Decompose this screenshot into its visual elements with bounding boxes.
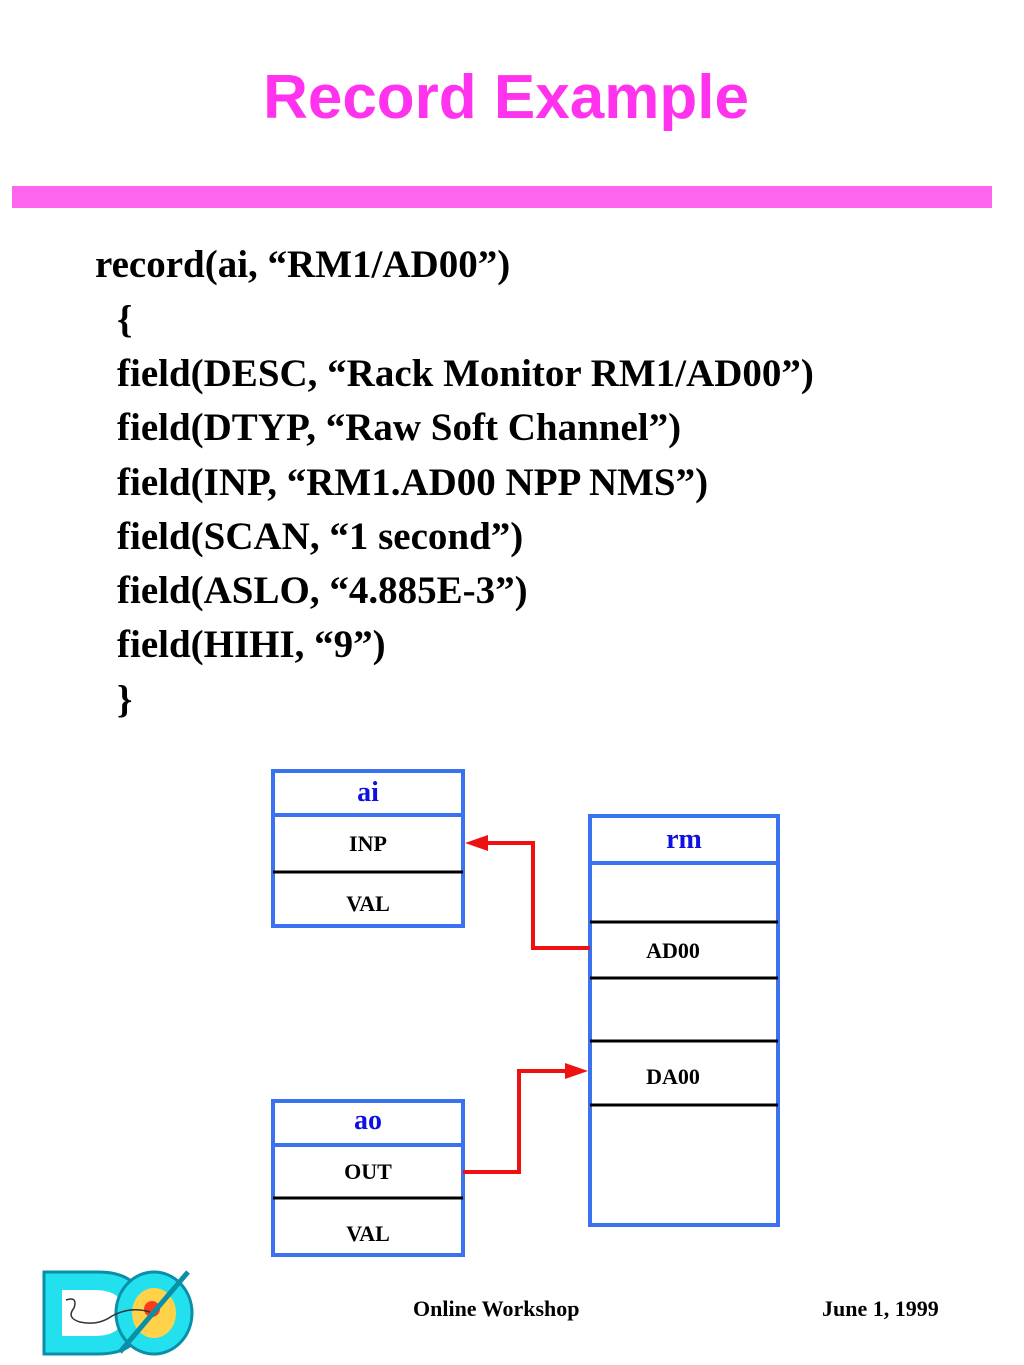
code-line-desc: field(DESC, “Rack Monitor RM1/AD00”) <box>117 352 814 395</box>
rm-box-border <box>588 814 780 1227</box>
ai-box-border <box>271 769 465 928</box>
inp-link-line <box>486 841 590 950</box>
code-line-scan: field(SCAN, “1 second”) <box>117 515 524 558</box>
code-line-record: record(ai, “RM1/AD00”) <box>95 243 511 286</box>
ai-val-label: VAL <box>346 891 390 916</box>
ao-out-label: OUT <box>344 1159 392 1184</box>
ao-box-border <box>271 1099 465 1257</box>
logo-o-slash <box>118 1270 190 1354</box>
code-line-aslo: field(ASLO, “4.885E-3”) <box>117 569 528 612</box>
d0-logo <box>42 1270 194 1356</box>
ao-record-box: ao OUT VAL <box>271 1099 465 1257</box>
ai-header-label: ai <box>357 777 379 808</box>
out-arrowhead-icon <box>565 1063 588 1079</box>
footer-date: June 1, 1999 <box>822 1296 939 1321</box>
ao-val-label: VAL <box>346 1221 390 1246</box>
logo-d-inner <box>62 1290 124 1336</box>
ai-record-box: ai INP VAL <box>271 769 465 928</box>
out-link-line <box>463 1069 566 1174</box>
footer-event: Online Workshop <box>413 1296 580 1321</box>
rm-header-label: rm <box>666 824 702 855</box>
logo-signature-swirl <box>65 1298 151 1324</box>
ai-inp-label: INP <box>349 831 387 856</box>
code-line-dtyp: field(DTYP, “Raw Soft Channel”) <box>117 406 682 449</box>
code-line-hihi: field(HIHI, “9”) <box>117 623 386 666</box>
rm-ad00-label: AD00 <box>646 938 700 963</box>
code-line-open-brace: { <box>117 298 133 341</box>
code-line-inp: field(INP, “RM1.AD00 NPP NMS”) <box>117 461 709 504</box>
ao-header-label: ao <box>354 1105 382 1136</box>
rm-da00-label: DA00 <box>646 1064 700 1089</box>
out-link-arrow <box>463 1063 588 1174</box>
code-line-close-brace: } <box>117 678 133 721</box>
inp-arrowhead-icon <box>465 835 488 851</box>
page-title: Record Example <box>263 63 749 132</box>
rm-record-box: rm AD00 DA00 <box>588 814 780 1227</box>
inp-link-arrow <box>465 835 590 950</box>
title-underline-bar <box>12 186 992 208</box>
